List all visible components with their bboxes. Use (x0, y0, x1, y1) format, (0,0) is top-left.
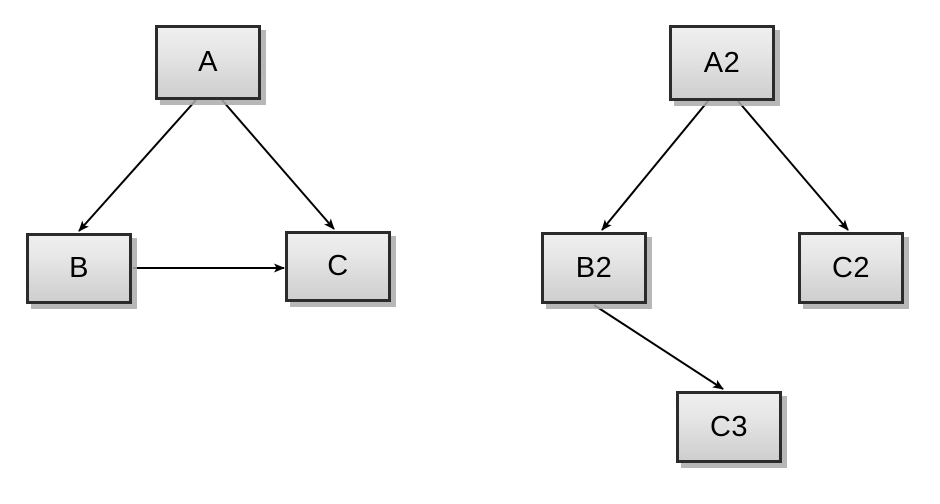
node-b-label: B (69, 252, 89, 284)
edge-a2-to-b2 (601, 100, 709, 231)
node-b2-label: B2 (575, 251, 613, 284)
edge-a-to-b (78, 99, 197, 232)
edge-a2-to-c2 (737, 100, 849, 231)
edges-group (78, 99, 849, 390)
node-a[interactable]: A (155, 25, 261, 100)
node-c[interactable]: C (285, 231, 391, 302)
node-b[interactable]: B (26, 233, 132, 304)
node-c2[interactable]: C2 (798, 232, 904, 304)
edge-b2-to-c3 (593, 304, 724, 390)
node-a2[interactable]: A2 (669, 25, 775, 101)
node-c3-label: C3 (709, 410, 749, 443)
node-c2-label: C2 (831, 251, 871, 284)
node-b2[interactable]: B2 (541, 232, 647, 304)
edge-a-to-c (221, 99, 335, 230)
node-a-label: A (198, 46, 218, 78)
node-c-label: C (327, 250, 349, 282)
node-c3[interactable]: C3 (676, 391, 782, 463)
node-a2-label: A2 (703, 46, 741, 79)
